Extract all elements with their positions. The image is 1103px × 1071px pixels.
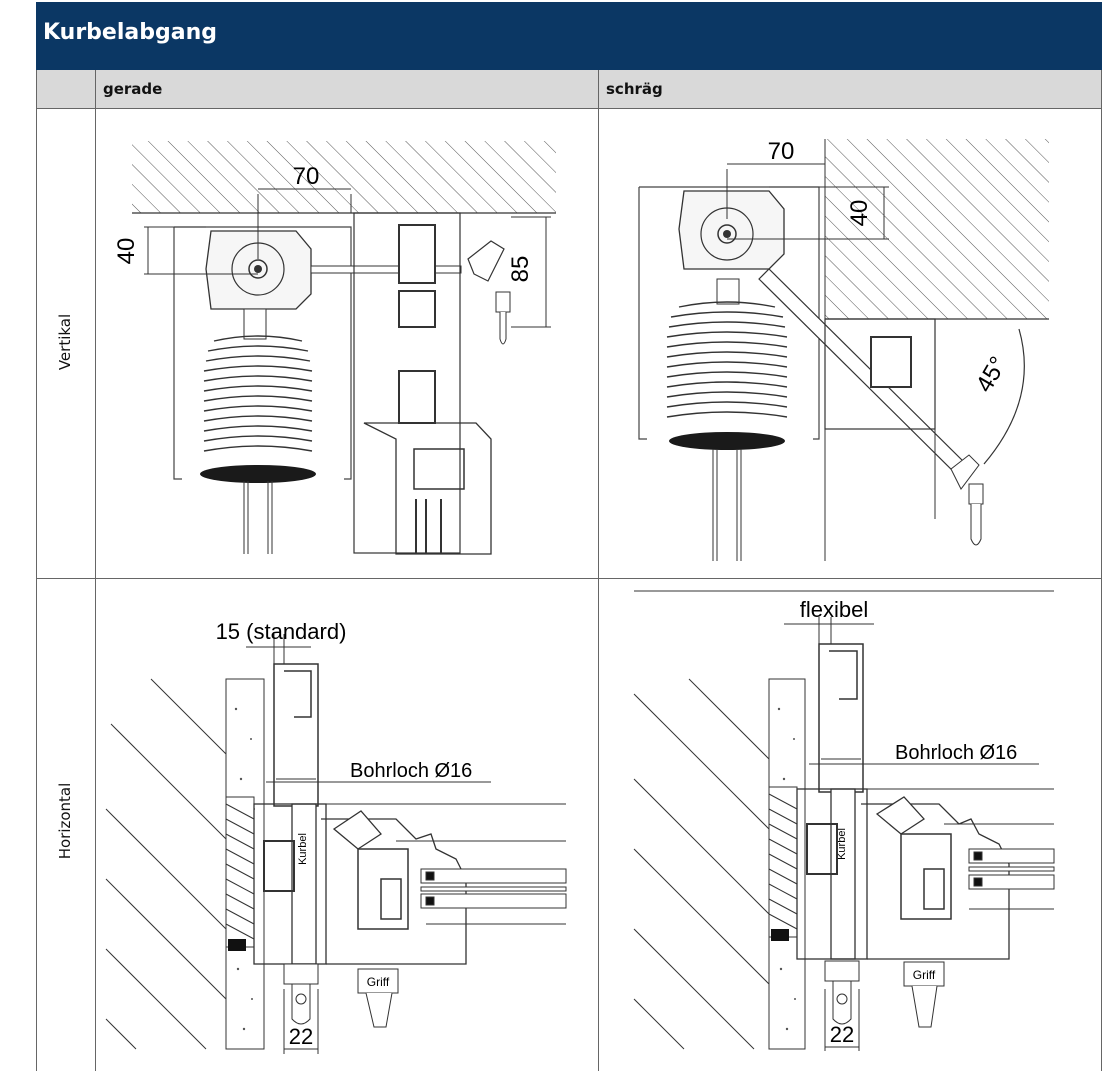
column-header-gerade: gerade: [103, 80, 163, 98]
diagram-vertical-angled: 45° 70 40: [638, 138, 1049, 561]
window-frame-profile: [796, 788, 1010, 960]
griff-label: Griff: [913, 968, 936, 982]
glazing: [968, 848, 1055, 890]
roller-box-head: [678, 190, 785, 270]
shutter-lamellae: [666, 278, 788, 561]
grid-line-col1: [95, 70, 96, 1071]
ceiling-hatch: [825, 139, 1049, 319]
wall-hatch: [633, 678, 770, 1050]
grid-line-right: [1101, 70, 1102, 1071]
dimension-70: 70: [768, 138, 795, 165]
dimension-top: 15 (standard): [216, 619, 347, 644]
grid-line-row-mid: [36, 578, 1102, 579]
dimension-85: 85: [507, 256, 534, 283]
table-header-bar: [36, 2, 1102, 70]
dimension-40: 40: [113, 238, 140, 265]
row-label-horizontal: Horizontal: [56, 782, 74, 860]
row-label-vertikal: Vertikal: [56, 313, 74, 371]
dimension-22: 22: [830, 1022, 854, 1047]
kurbel-label: Kurbel: [297, 833, 309, 865]
guide-rail: [818, 643, 864, 793]
dimension-22: 22: [289, 1024, 313, 1049]
grid-line-row-top: [36, 108, 1102, 109]
column-header-schraeg: schräg: [606, 80, 663, 98]
bohrloch-label: Bohrloch Ø16: [350, 760, 472, 782]
ceiling-hatch: [132, 141, 556, 213]
dimension-top: flexibel: [800, 597, 868, 622]
grid-line-left: [36, 70, 37, 1071]
window-frame-profile: [353, 212, 492, 555]
diagram-horizontal-straight: Kurbel Griff 15 (standard) Bohrloch Ø16 …: [105, 619, 567, 1054]
griff-label: Griff: [367, 975, 390, 989]
grid-line-col2: [598, 70, 599, 1071]
shutter-lamellae: [200, 308, 316, 554]
wall-hatch: [105, 678, 227, 1050]
diagram-horizontal-angled: Kurbel Griff flexibel Bohrloch Ø16 22: [633, 590, 1055, 1051]
angle-label: 45°: [971, 352, 1013, 397]
window-frame-profile: [253, 803, 467, 965]
diagram-vertical-straight: 70 40 85: [113, 141, 556, 555]
kurbel-label: Kurbel: [836, 828, 848, 860]
crank-tube: [291, 803, 317, 965]
table-title: Kurbelabgang: [43, 20, 217, 45]
glazing: [420, 868, 567, 909]
bohrloch-label: Bohrloch Ø16: [895, 742, 1017, 764]
dimension-70: 70: [293, 163, 320, 190]
dimension-40: 40: [846, 200, 873, 227]
column-header-row: [36, 70, 1102, 108]
window-frame-profile: [824, 318, 936, 430]
